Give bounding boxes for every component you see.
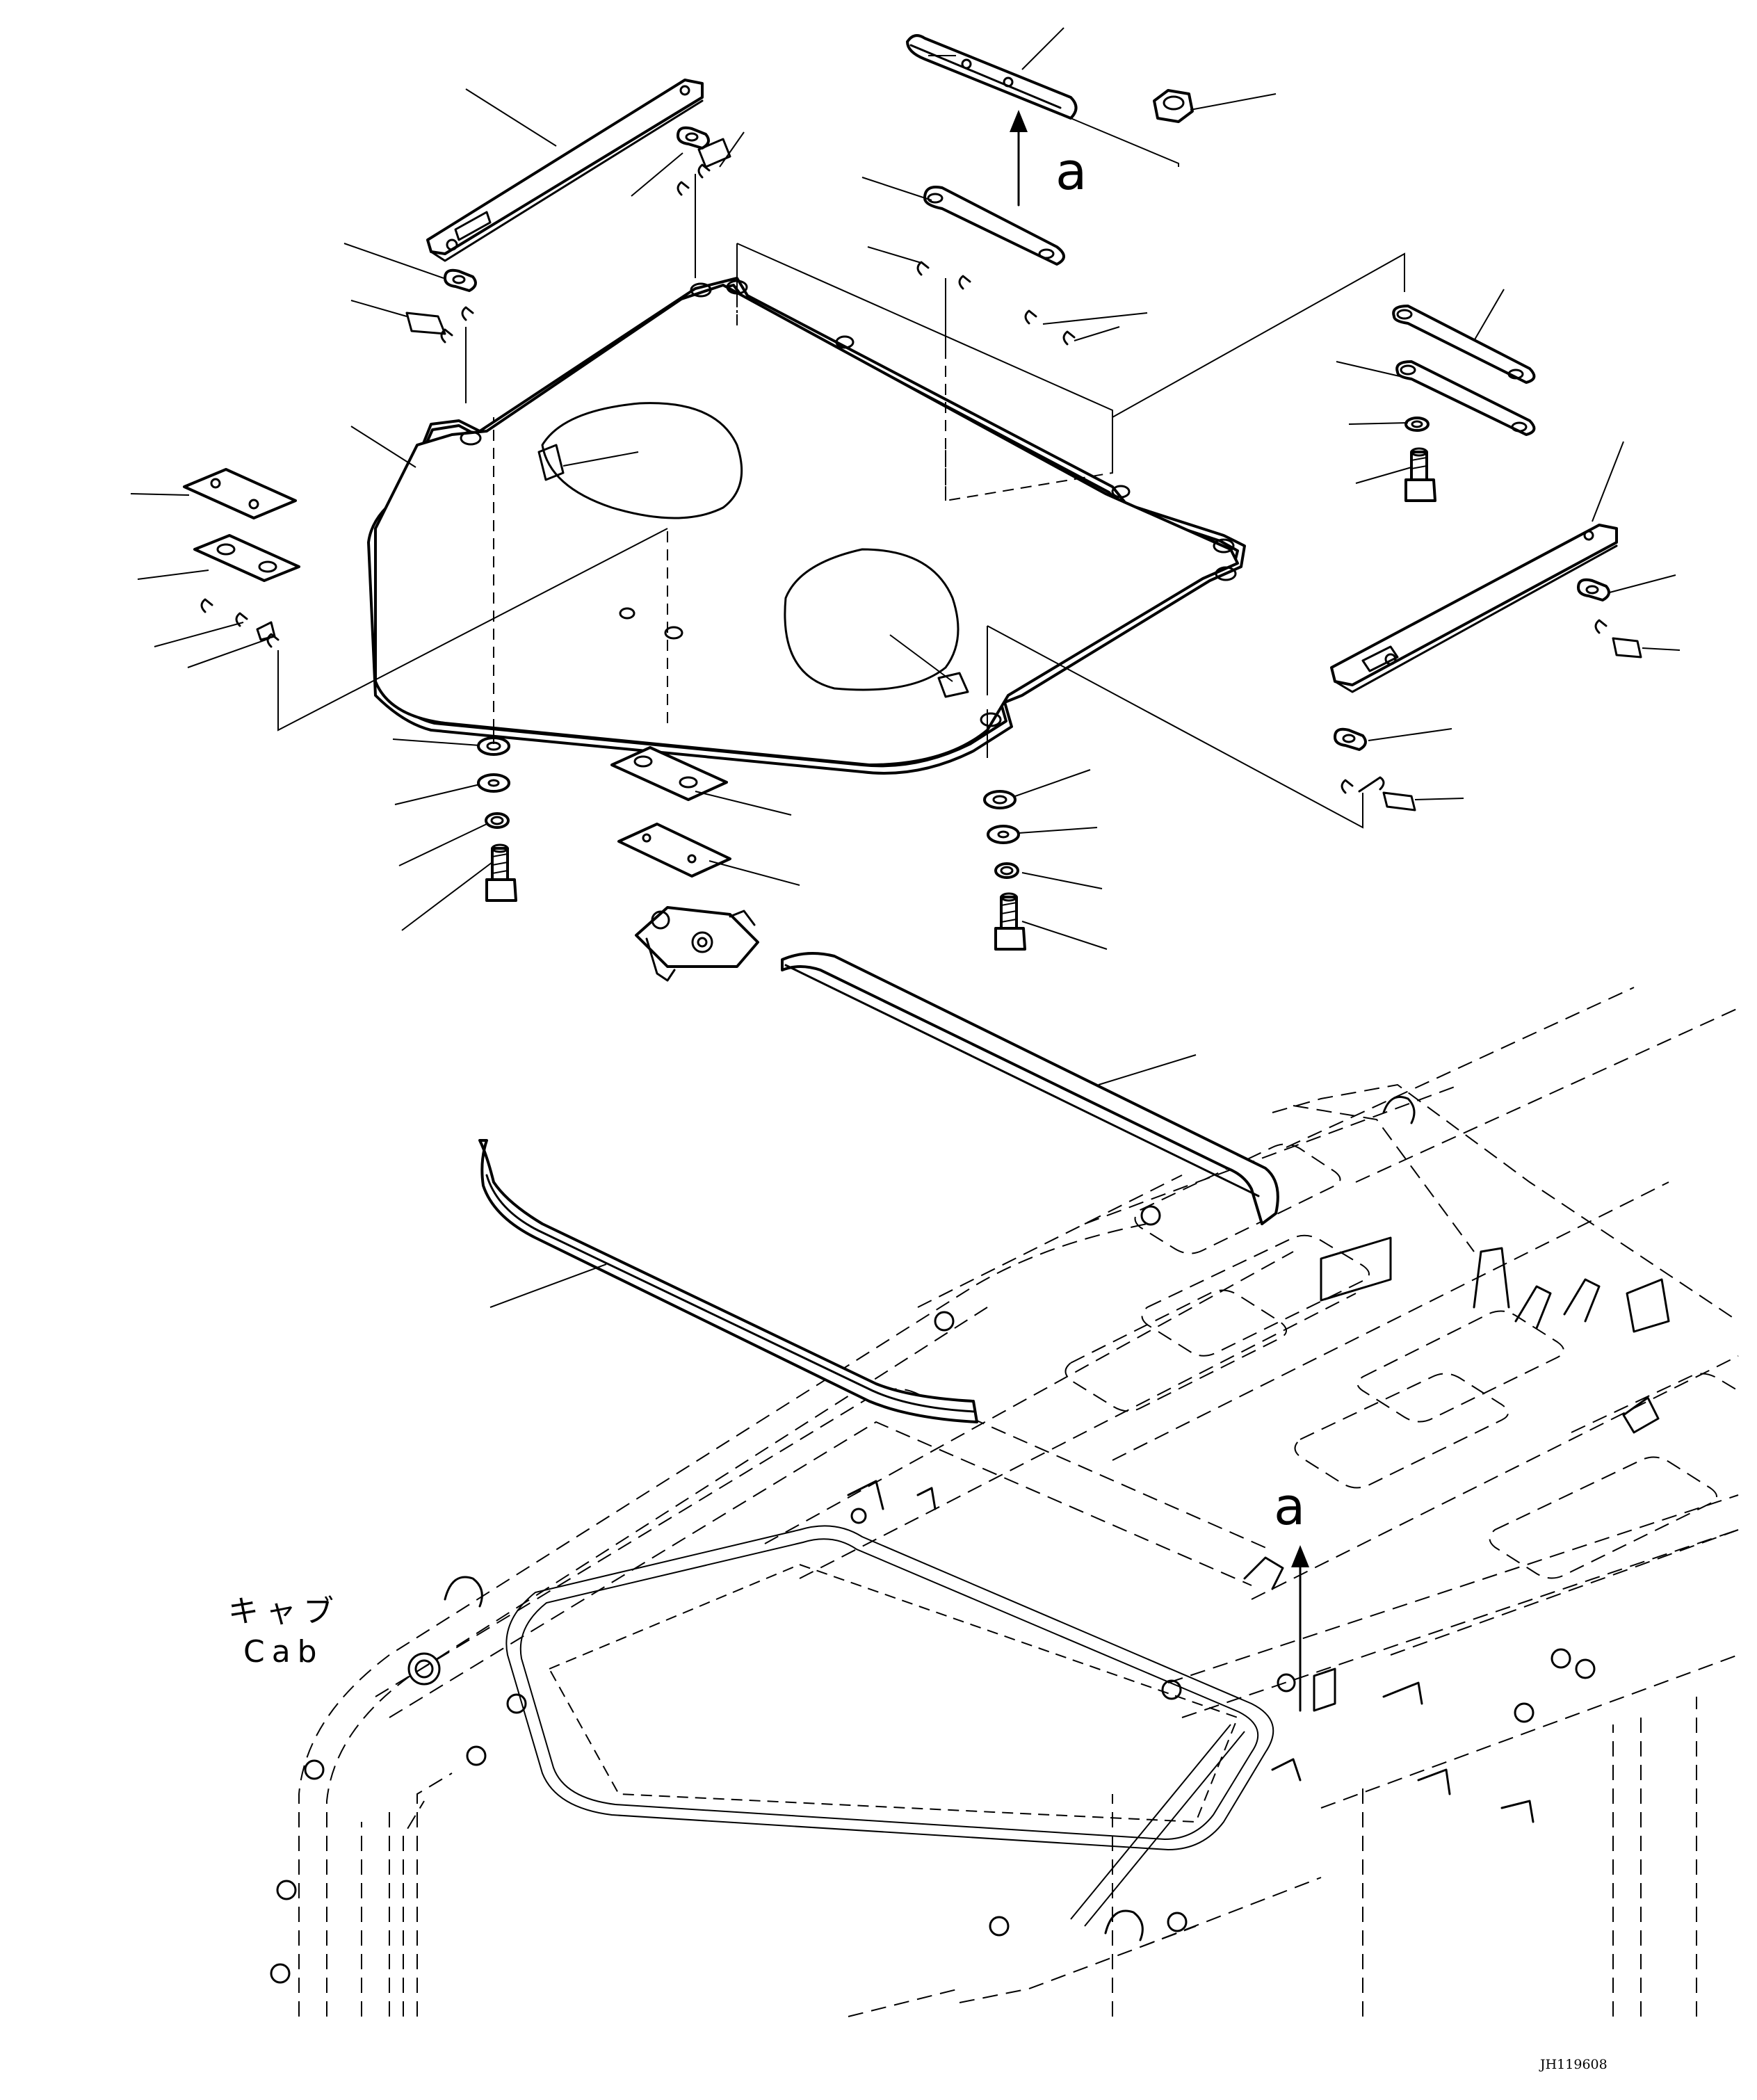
cab-frame xyxy=(298,987,1739,2017)
right-roof-rail xyxy=(1330,524,1618,693)
right-fasteners xyxy=(983,417,1436,951)
assembly-lines xyxy=(277,55,1405,829)
cab-brackets xyxy=(444,1096,1670,1941)
roof-window-opening xyxy=(505,1525,1274,1927)
left-fasteners xyxy=(477,736,517,902)
roof-cover-panel xyxy=(367,277,1246,775)
leader-lines xyxy=(130,27,1681,1308)
grommets xyxy=(444,126,1610,751)
drawing-code: JH119608 xyxy=(1539,2057,1608,2072)
cab-label-en: Cab xyxy=(243,1634,324,1670)
roof-seal-upper xyxy=(781,952,1279,1225)
top-plates xyxy=(923,186,1536,436)
reference-mark-top: a xyxy=(1055,142,1087,202)
cab-bosses xyxy=(270,1205,1596,1984)
cab-label-jp: キャブ xyxy=(228,1594,341,1629)
left-pads xyxy=(183,468,300,582)
roof-panels xyxy=(1064,1143,1739,1579)
roof-seal-lower xyxy=(478,1139,978,1423)
left-roof-rail xyxy=(426,79,704,262)
center-pads xyxy=(610,746,731,878)
hinge-block xyxy=(635,906,759,982)
reference-arrows xyxy=(1010,110,1309,1712)
clips xyxy=(200,138,1642,811)
reference-mark-bottom: a xyxy=(1274,1477,1305,1537)
hex-nut xyxy=(1153,89,1194,123)
top-bracket xyxy=(906,34,1078,120)
